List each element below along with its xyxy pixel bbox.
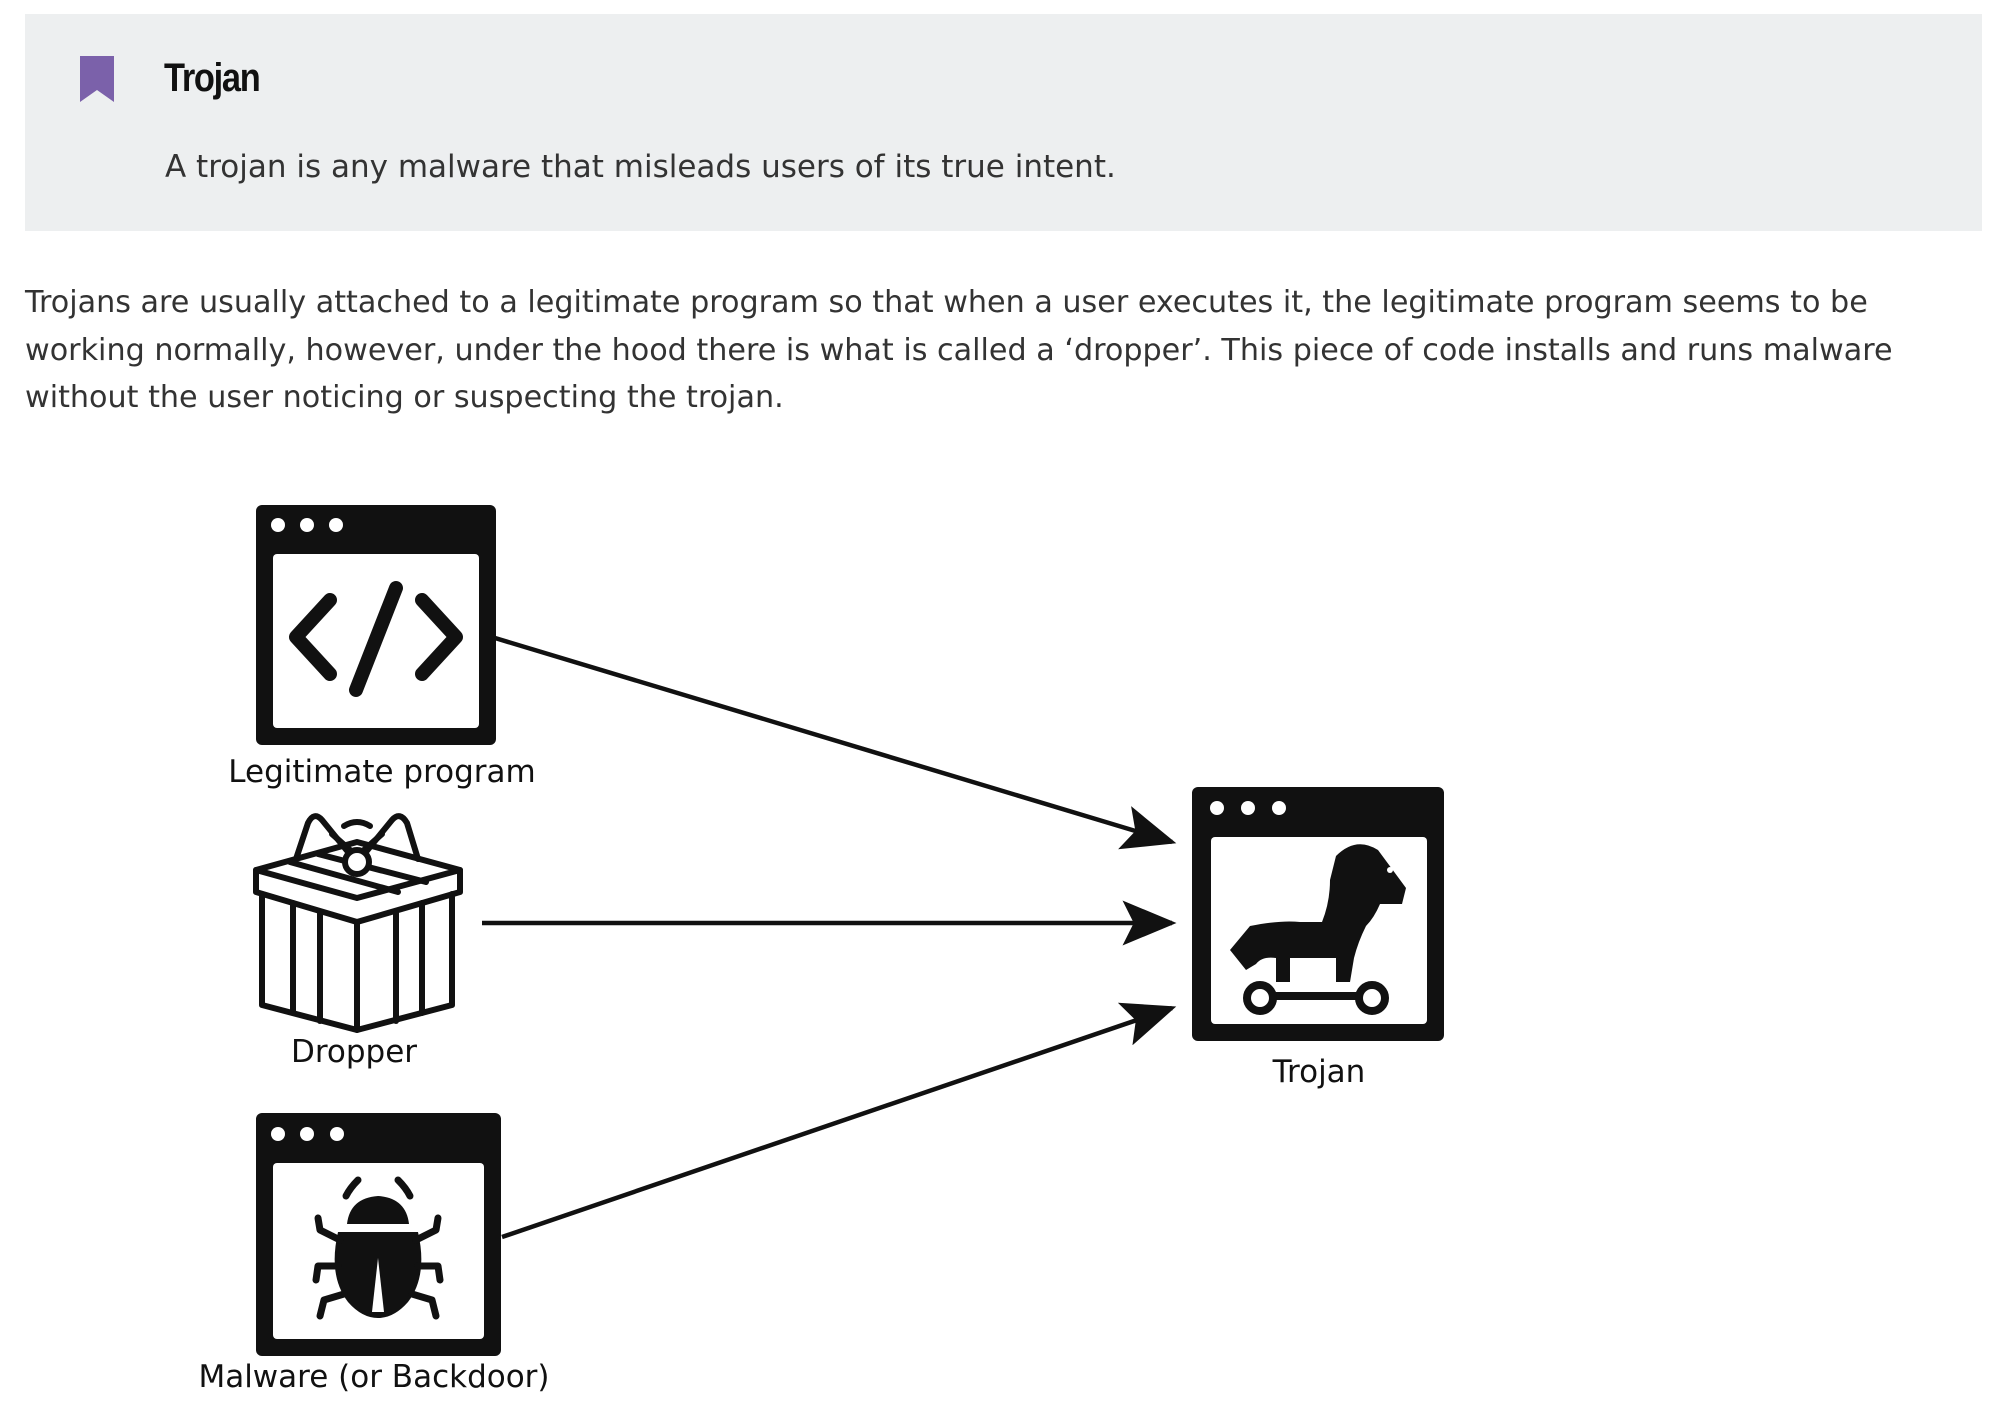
node-label-dropper: Dropper	[291, 1034, 417, 1070]
code-window-icon	[256, 505, 496, 745]
node-label-malware: Malware (or Backdoor)	[198, 1359, 549, 1395]
node-label-trojan: Trojan	[1272, 1054, 1366, 1090]
callout-title: Trojan	[164, 56, 261, 100]
trojan-horse-window-icon	[1192, 787, 1444, 1041]
bug-window-icon	[256, 1113, 501, 1356]
bookmark-icon	[80, 56, 114, 102]
callout-definition: A trojan is any malware that misleads us…	[165, 149, 1116, 185]
node-label-legitimate: Legitimate program	[228, 754, 535, 790]
edge-malware-to-trojan	[501, 1002, 1177, 1240]
definition-callout	[25, 14, 1982, 231]
body-paragraph: Trojans are usually attached to a legiti…	[25, 285, 1893, 415]
edge-legitimate-to-trojan	[494, 635, 1177, 850]
gift-box-icon	[253, 813, 463, 1033]
